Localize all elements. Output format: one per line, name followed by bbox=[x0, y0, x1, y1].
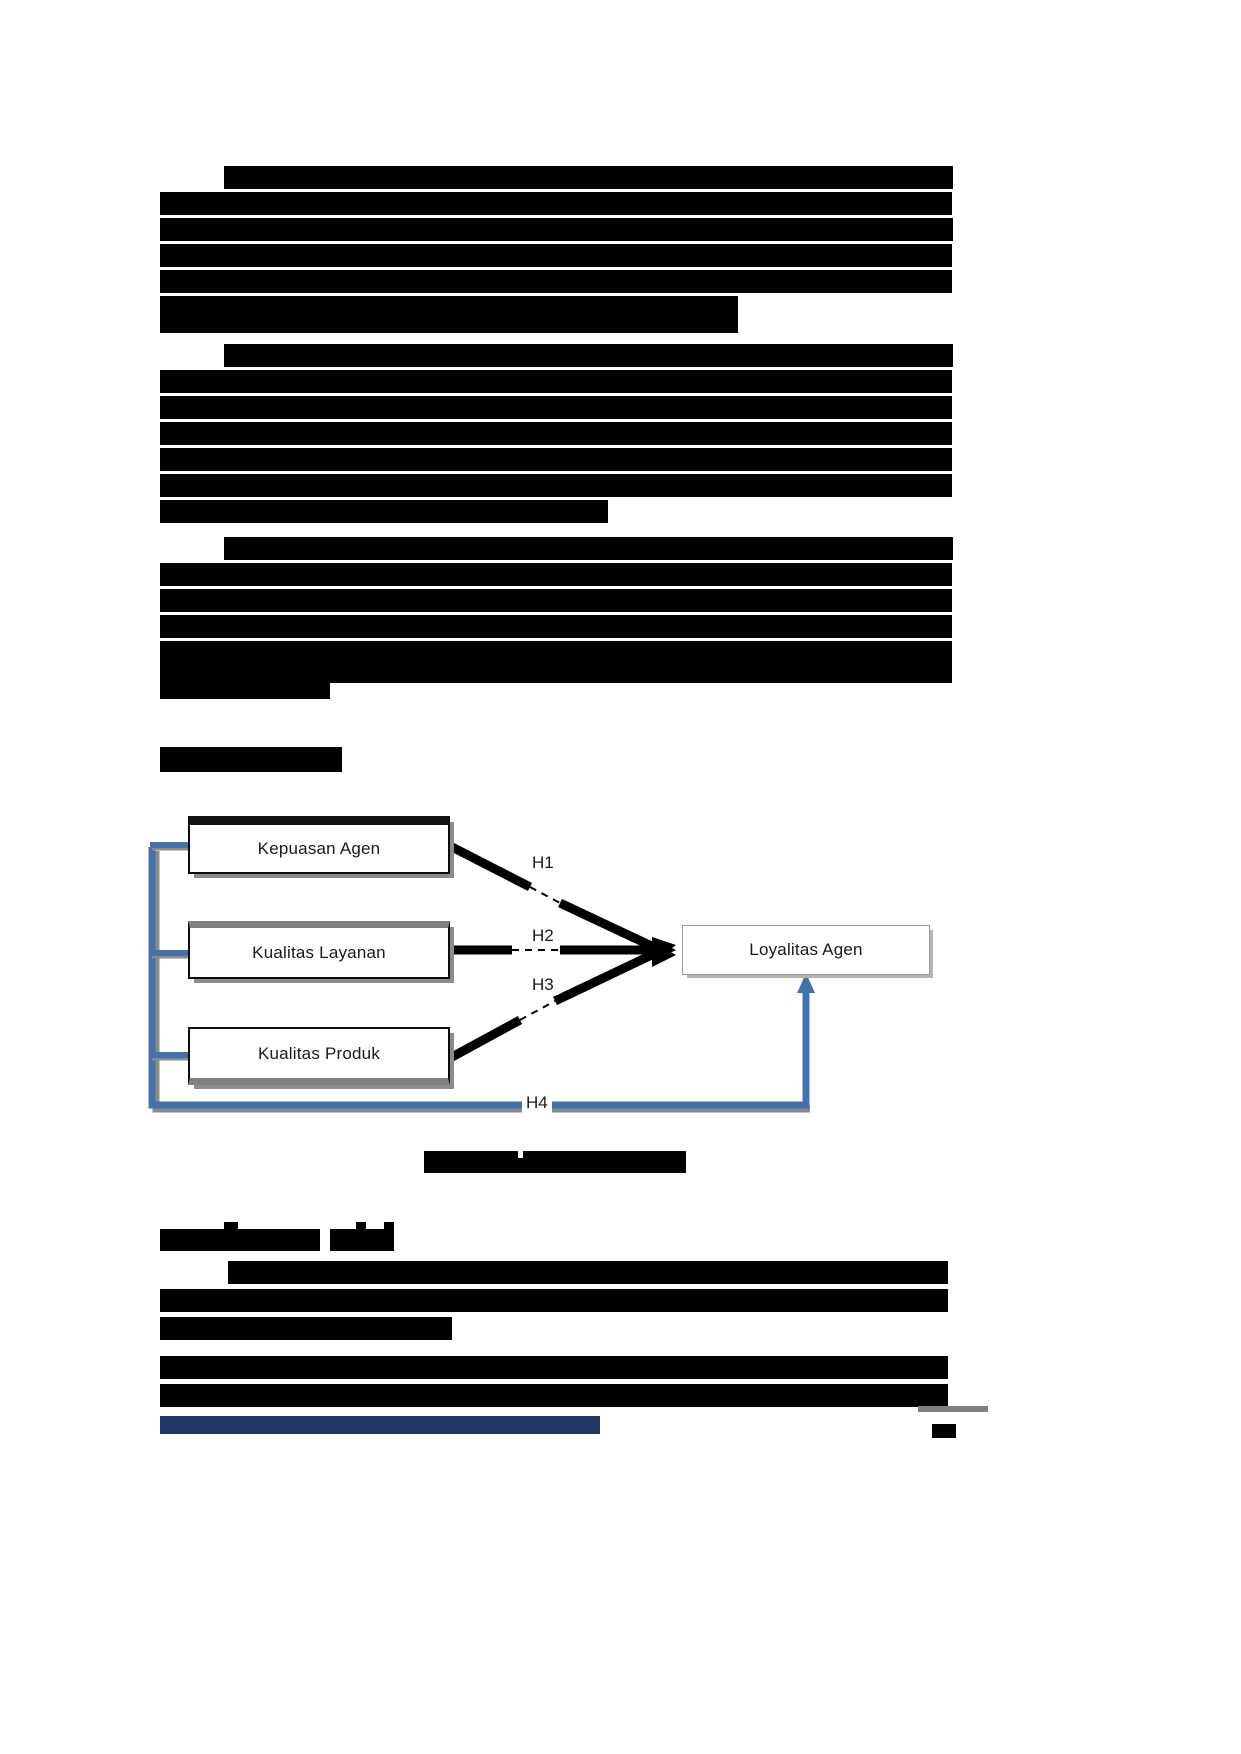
footnote-tail bbox=[160, 1416, 200, 1434]
redacted-line bbox=[160, 448, 952, 471]
footer-rule bbox=[918, 1406, 988, 1412]
redacted-line bbox=[160, 615, 952, 638]
redacted-line bbox=[160, 474, 952, 497]
node-label: Loyalitas Agen bbox=[749, 940, 863, 959]
section-heading-2-ascender-b bbox=[356, 1222, 366, 1230]
node-kepuasan-agen[interactable]: Kepuasan Agen bbox=[188, 816, 450, 874]
node-loyalitas-agen[interactable]: Loyalitas Agen bbox=[682, 925, 930, 975]
redacted-line bbox=[160, 1356, 948, 1379]
redacted-line bbox=[160, 270, 952, 293]
section-heading-2-ascender-c bbox=[384, 1222, 394, 1230]
node-label: Kualitas Produk bbox=[257, 1043, 381, 1063]
redacted-line bbox=[160, 244, 952, 267]
redacted-line bbox=[160, 1289, 948, 1312]
redacted-line bbox=[160, 563, 952, 586]
redacted-line bbox=[160, 422, 952, 445]
redacted-line bbox=[160, 192, 952, 215]
node-label: Kualitas Layanan bbox=[252, 942, 386, 962]
page-number-marker bbox=[932, 1424, 956, 1438]
redacted-line bbox=[224, 537, 953, 560]
node-kualitas-produk[interactable]: Kualitas Produk bbox=[188, 1027, 450, 1085]
redacted-line bbox=[160, 1317, 452, 1340]
section-heading-2 bbox=[160, 1229, 320, 1251]
node-kualitas-layanan[interactable]: Kualitas Layanan bbox=[188, 921, 450, 979]
figure-caption-gap bbox=[518, 1151, 523, 1158]
redacted-line bbox=[160, 660, 952, 683]
footnote-bar bbox=[160, 1416, 600, 1434]
redacted-line bbox=[160, 218, 953, 241]
redacted-line bbox=[228, 1261, 948, 1284]
node-label: Kepuasan Agen bbox=[257, 838, 381, 858]
redacted-line bbox=[224, 344, 953, 367]
hypothesis-label-h1: H1 bbox=[528, 853, 558, 873]
section-heading-2-part2 bbox=[330, 1229, 394, 1251]
research-framework-diagram: Kepuasan Agen Kualitas Layanan Kualitas … bbox=[140, 795, 960, 1125]
redacted-line bbox=[224, 166, 953, 189]
diagram-connectors bbox=[148, 842, 815, 1113]
redacted-line bbox=[160, 641, 952, 664]
redacted-line bbox=[160, 310, 738, 333]
hypothesis-label-h4: H4 bbox=[522, 1093, 552, 1113]
redacted-line bbox=[160, 396, 952, 419]
hypothesis-label-h3: H3 bbox=[528, 975, 558, 995]
h3-arrow bbox=[449, 937, 676, 1061]
redacted-line bbox=[160, 500, 608, 523]
redacted-line bbox=[160, 1384, 948, 1407]
section-heading-2-ascender-a bbox=[224, 1222, 238, 1230]
redacted-line bbox=[160, 676, 330, 699]
redacted-line bbox=[160, 589, 952, 612]
section-heading-1 bbox=[160, 747, 342, 772]
redacted-line bbox=[160, 370, 952, 393]
figure-caption bbox=[424, 1151, 686, 1173]
hypothesis-label-h2: H2 bbox=[528, 926, 558, 946]
h4-connector-group bbox=[148, 842, 815, 1113]
